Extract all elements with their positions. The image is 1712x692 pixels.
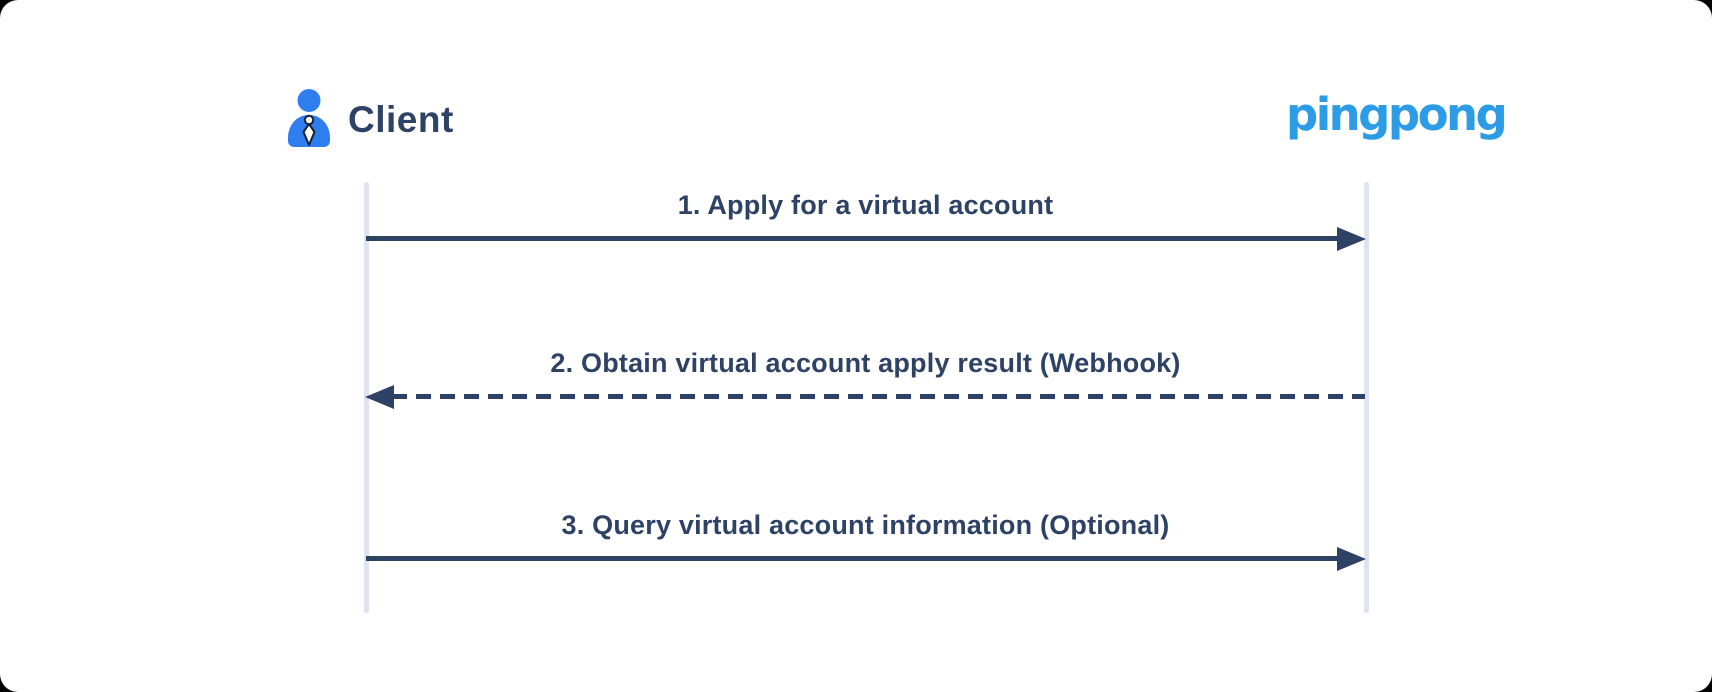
message-2-label: 2. Obtain virtual account apply result (…: [550, 348, 1181, 378]
message-obtain-apply-result: 2. Obtain virtual account apply result (…: [365, 346, 1365, 410]
pingpong-logo: pingpong: [1286, 88, 1508, 141]
message-1-label: 1. Apply for a virtual account: [677, 190, 1054, 220]
person-tie-icon: [286, 88, 332, 152]
lifeline-pingpong: [1364, 182, 1369, 613]
client-actor-label: Client: [348, 99, 454, 140]
message-2-arrowhead-icon: [365, 384, 394, 409]
message-2-line: [392, 394, 1365, 399]
actor-client: Client: [286, 88, 454, 152]
message-1-line: [366, 236, 1339, 241]
message-3-arrowhead-icon: [1337, 546, 1366, 571]
message-1-arrowhead-icon: [1337, 226, 1366, 251]
message-3-line: [366, 556, 1339, 561]
message-apply-virtual-account: 1. Apply for a virtual account: [366, 188, 1366, 252]
message-query-account-info: 3. Query virtual account information (Op…: [366, 508, 1366, 572]
message-3-label: 3. Query virtual account information (Op…: [561, 510, 1170, 540]
